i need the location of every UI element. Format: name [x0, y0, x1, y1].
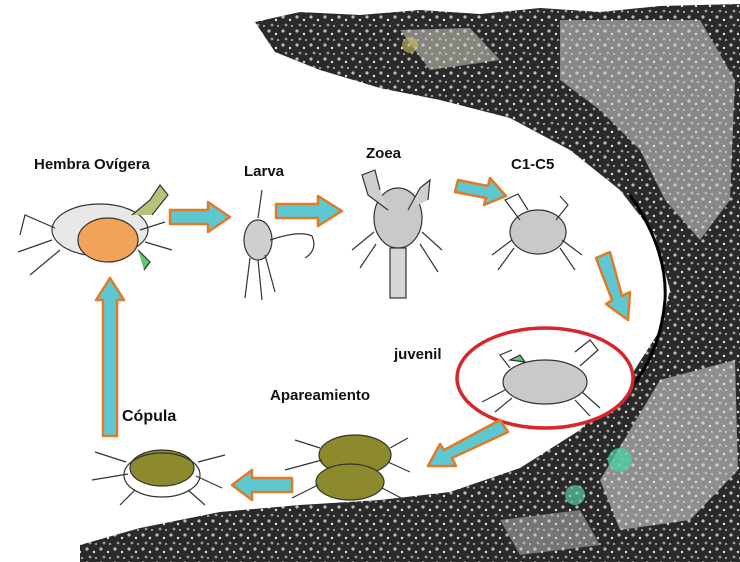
label-hembra-ovigera: Hembra Ovígera — [34, 157, 150, 172]
label-zoea: Zoea — [366, 146, 401, 161]
arrow-apareamiento-to-copula — [232, 470, 292, 500]
arrow-larva-to-zoea — [276, 196, 342, 226]
crab-stage-c1-c5-icon — [492, 194, 582, 270]
copulating-crabs-icon — [92, 450, 225, 505]
label-larva: Larva — [244, 164, 284, 179]
arrow-zoea-to-c1c5 — [455, 178, 506, 205]
arrow-c1c5-to-juvenil — [596, 252, 630, 320]
ovigerous-female-crab-icon — [18, 185, 172, 275]
mating-crabs-icon — [285, 435, 410, 500]
arrow-copula-to-hembra — [96, 278, 124, 436]
label-apareamiento: Apareamiento — [270, 388, 370, 403]
arrow-hembra-to-larva — [170, 202, 230, 232]
label-juvenil: juvenil — [394, 347, 442, 362]
label-copula: Cópula — [122, 409, 176, 425]
zoea-icon — [352, 170, 442, 298]
label-c1-c5: C1-C5 — [511, 157, 554, 172]
arrow-juvenil-to-apareamiento — [428, 420, 508, 466]
